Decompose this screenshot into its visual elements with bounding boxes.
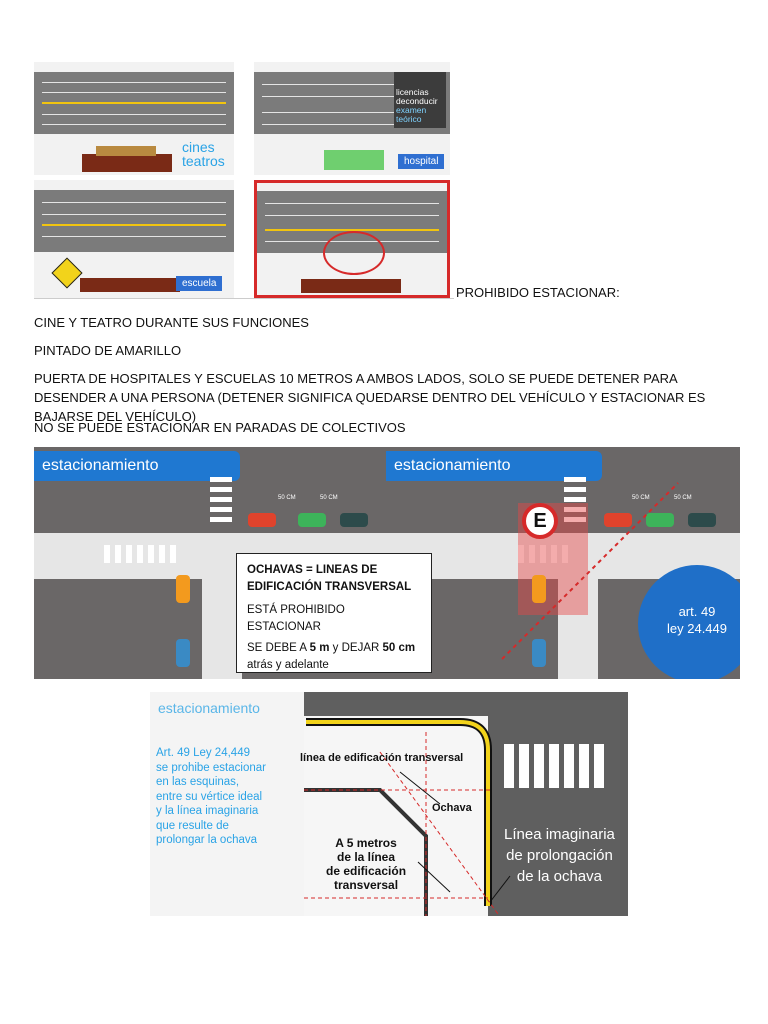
text-line-3: PUERTA DE HOSPITALES Y ESCUELAS 10 METRO… xyxy=(34,371,706,424)
car-green xyxy=(298,513,326,527)
ochava-label: Ochava xyxy=(432,802,472,814)
diagram-header: estacionamiento xyxy=(158,700,260,716)
car-red xyxy=(604,513,632,527)
ochavas-info-box: OCHAVAS = LINEAS DE EDIFICACIÓN TRANSVER… xyxy=(236,553,432,673)
diagonal-ochava-line xyxy=(501,482,679,660)
linea-edificacion-label: línea de edificación transversal xyxy=(300,752,464,764)
car-orange xyxy=(176,575,190,603)
text-line-2: PINTADO DE AMARILLO xyxy=(34,343,182,358)
car-dark xyxy=(340,513,368,527)
highlight-circle xyxy=(323,231,385,275)
prohibido-heading: PROHIBIDO ESTACIONAR: xyxy=(456,285,620,300)
scene-yellow-curb xyxy=(254,180,450,298)
ochava-lines xyxy=(304,718,511,916)
car-dark xyxy=(688,513,716,527)
car-blue xyxy=(532,639,546,667)
no-parking-sign-icon: E xyxy=(522,503,558,539)
cm-label: 50 CM xyxy=(278,495,296,501)
car-green xyxy=(646,513,674,527)
cm-label: 50 CM xyxy=(674,495,692,501)
estacionamiento-banner-right: estacionamiento xyxy=(386,451,602,481)
car-red xyxy=(248,513,276,527)
crosswalk xyxy=(104,545,176,563)
scene-escuela: escuela xyxy=(34,180,234,298)
estacionamiento-banner-left: estacionamiento xyxy=(34,451,240,481)
hospital-label: hospital xyxy=(398,154,445,169)
school-warning-icon xyxy=(51,257,83,289)
car-orange xyxy=(532,575,546,603)
car-blue xyxy=(176,639,190,667)
crosswalk xyxy=(518,545,568,563)
cm-label: 50 CM xyxy=(632,495,650,501)
text-line-4: NO SE PUEDE ESTACIONAR EN PARADAS DE COL… xyxy=(34,420,406,435)
cm-label: 50 CM xyxy=(320,495,338,501)
escuela-label: escuela xyxy=(176,276,223,291)
sign-letter: E xyxy=(533,510,547,532)
text-line-1: CINE Y TEATRO DURANTE SUS FUNCIONES xyxy=(34,315,309,330)
